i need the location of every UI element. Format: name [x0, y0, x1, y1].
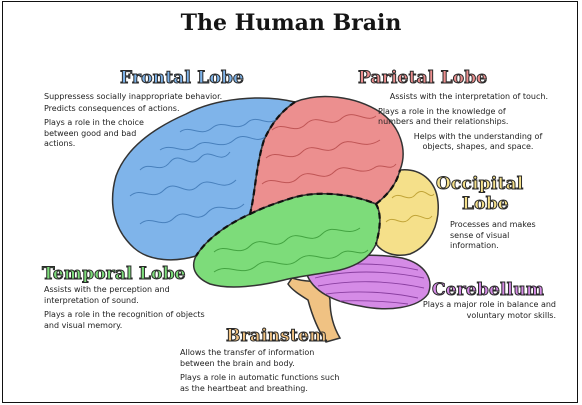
cerebellum-title: Cerebellum: [432, 280, 544, 300]
occipital-lobe-line-1: Processes and makes sense of visual info…: [450, 220, 550, 252]
parietal-lobe-description: Assists with the interpretation of touch…: [352, 92, 548, 157]
parietal-lobe-title: Parietal Lobe: [358, 68, 487, 88]
cerebellum-line-1: Plays a major role in balance and volunt…: [404, 300, 556, 321]
occipital-lobe-description: Processes and makes sense of visual info…: [450, 220, 550, 256]
brainstem-title: Brainstem: [226, 326, 327, 346]
frontal-lobe-line-2: Predicts consequences of actions.: [44, 104, 284, 115]
temporal-lobe-description: Assists with the perception and interpre…: [44, 285, 214, 335]
parietal-lobe-line-3: Helps with the understanding of objects,…: [408, 132, 548, 153]
occipital-lobe-title-line-2: Lobe: [462, 194, 509, 214]
temporal-lobe-title: Temporal Lobe: [42, 264, 186, 284]
brainstem-line-1: Allows the transfer of information betwe…: [180, 348, 340, 369]
frontal-lobe-description: Suppressess socially inappropriate behav…: [44, 92, 284, 154]
parietal-lobe-line-1: Assists with the interpretation of touch…: [352, 92, 548, 103]
brainstem-line-2: Plays a role in automatic functions such…: [180, 373, 340, 394]
occipital-lobe-title-line-1: Occipital: [436, 174, 523, 194]
temporal-lobe-line-1: Assists with the perception and interpre…: [44, 285, 214, 306]
brainstem-description: Allows the transfer of information betwe…: [180, 348, 340, 398]
parietal-lobe-line-2: Plays a role in the knowledge of numbers…: [378, 107, 528, 128]
frontal-lobe-line-3: Plays a role in the choice between good …: [44, 118, 159, 150]
cerebellum-description: Plays a major role in balance and volunt…: [404, 300, 556, 325]
frontal-lobe-title: Frontal Lobe: [120, 68, 244, 88]
temporal-lobe-line-2: Plays a role in the recognition of objec…: [44, 310, 214, 331]
frontal-lobe-line-1: Suppressess socially inappropriate behav…: [44, 92, 284, 103]
